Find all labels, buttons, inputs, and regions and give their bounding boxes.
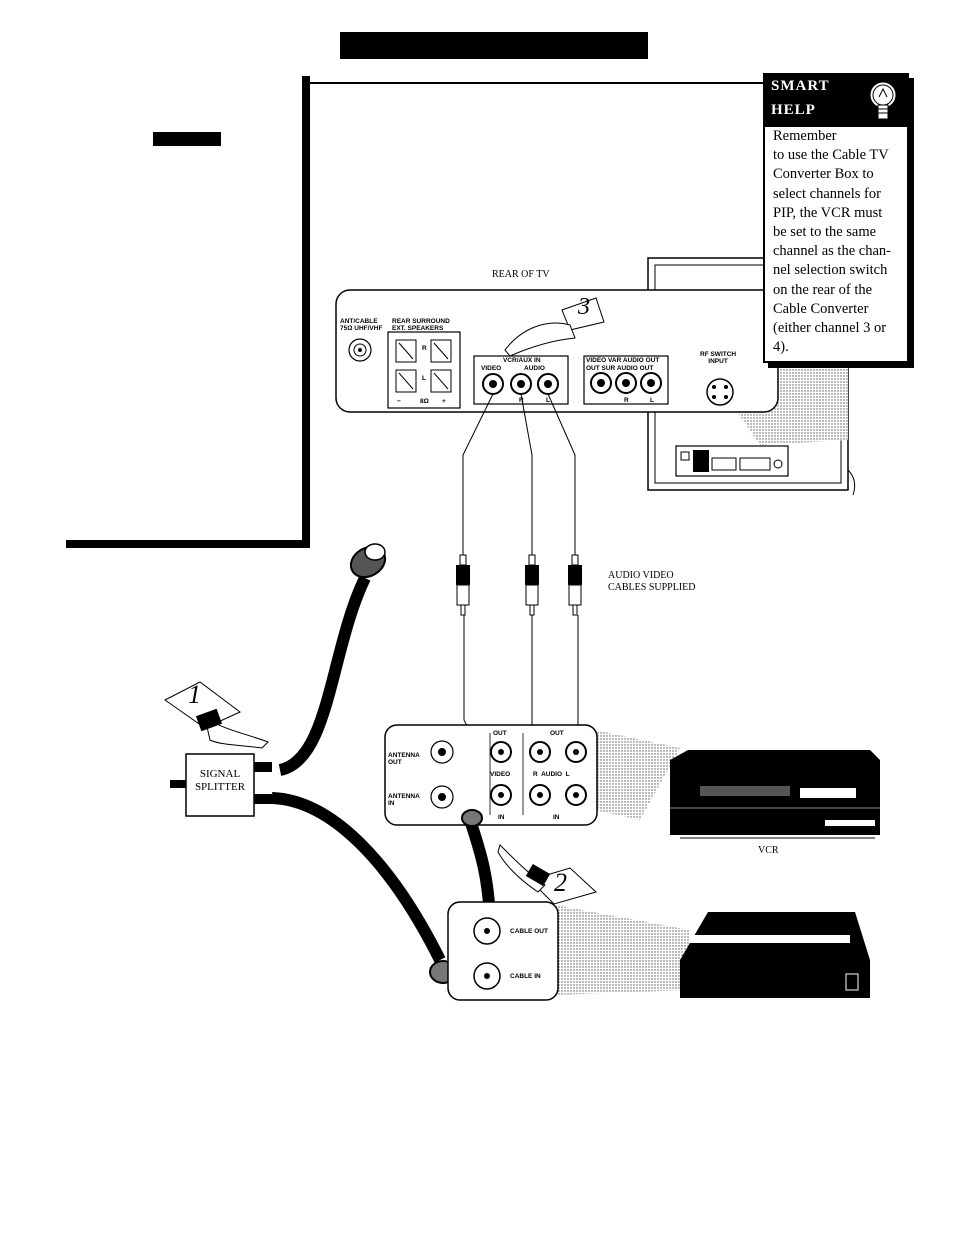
vcr-audio-in-label: IN: [553, 814, 560, 821]
speaker-l-label: L: [422, 375, 426, 382]
vcr-aux-r-label: R: [519, 397, 524, 404]
rca-plugs: [456, 554, 582, 616]
vcr-aux-in-label: VCR/AUX IN: [503, 357, 541, 364]
cable-out-label: CABLE OUT: [510, 928, 548, 935]
vcr-aux-video-label: VIDEO: [481, 365, 502, 372]
rf-switch-label: RF SWITCH INPUT: [700, 351, 737, 365]
signal-splitter-label: SIGNAL SPLITTER: [194, 768, 246, 793]
ant-cable-label: ANT/CABLE 75Ω UHF/VHF: [340, 318, 383, 332]
vcr-video-label: VIDEO: [490, 771, 511, 778]
incoming-coax-cable: [278, 543, 387, 776]
rear-surround-label: REAR SURROUND EXT. SPEAKERS: [392, 318, 450, 332]
converter-rear-panel: [447, 901, 690, 1001]
step-2-number: 2: [554, 868, 567, 897]
vcr-rear-panel: [384, 724, 680, 826]
cables-supplied-label: AUDIO VIDEO CABLES SUPPLIED: [608, 570, 696, 593]
vcr-aux-audio-label: AUDIO: [524, 365, 545, 372]
av-cables: [462, 393, 579, 740]
smart-help-box: SMART HELP Remember to use the Cable TV …: [763, 73, 909, 363]
speaker-ohms-label: 8Ω: [420, 398, 429, 405]
vcr-video-out-label: OUT: [493, 730, 507, 737]
frame-rule-vertical: [302, 76, 310, 546]
speaker-minus-label: −: [397, 398, 401, 405]
step-3-pointer: [504, 297, 605, 357]
vcr-audio-out-label: OUT: [550, 730, 564, 737]
speaker-r-label: R: [422, 345, 427, 352]
smart-help-header: SMART HELP: [765, 75, 907, 127]
video-var-r-label: R: [624, 397, 629, 404]
vcr-label: VCR: [758, 845, 779, 856]
smart-help-title-line1: SMART: [771, 78, 830, 94]
vcr-antenna-in-label: ANTENNA IN: [388, 793, 420, 807]
signal-splitter-box: [170, 753, 272, 817]
video-var-audio-out-label: VIDEO VAR AUDIO OUT: [586, 357, 660, 364]
frame-rule-top: [302, 82, 764, 84]
title-bar: [340, 32, 648, 59]
cable-in-label: CABLE IN: [510, 973, 541, 980]
step-1-pointer: [164, 681, 269, 749]
vcr-aux-l-label: L: [546, 397, 550, 404]
smart-help-body: Remember to use the Cable TV Converter B…: [773, 128, 891, 356]
vcr-video-in-label: IN: [498, 814, 505, 821]
smart-help-title-line2: HELP: [771, 102, 816, 118]
tv-rear-panel: [335, 289, 779, 413]
vcr-unit: [670, 750, 880, 839]
step-marker-bar: [153, 132, 221, 146]
lightbulb-icon: [870, 82, 896, 120]
frame-rule-horizontal: [66, 540, 310, 548]
step-2-pointer: [497, 844, 597, 905]
vcr-antenna-out-label: ANTENNA OUT: [388, 752, 420, 766]
video-var-sub-label: OUT SUR AUDIO OUT: [586, 365, 654, 372]
video-var-l-label: L: [650, 397, 654, 404]
rear-of-tv-label: REAR OF TV: [492, 269, 550, 280]
cable-converter-unit: [680, 912, 870, 998]
step-3-number: 3: [578, 294, 590, 320]
vcr-audio-row-label: R AUDIO L: [533, 771, 570, 778]
speaker-plus-label: +: [442, 398, 446, 405]
step-1-number: 1: [188, 680, 201, 709]
